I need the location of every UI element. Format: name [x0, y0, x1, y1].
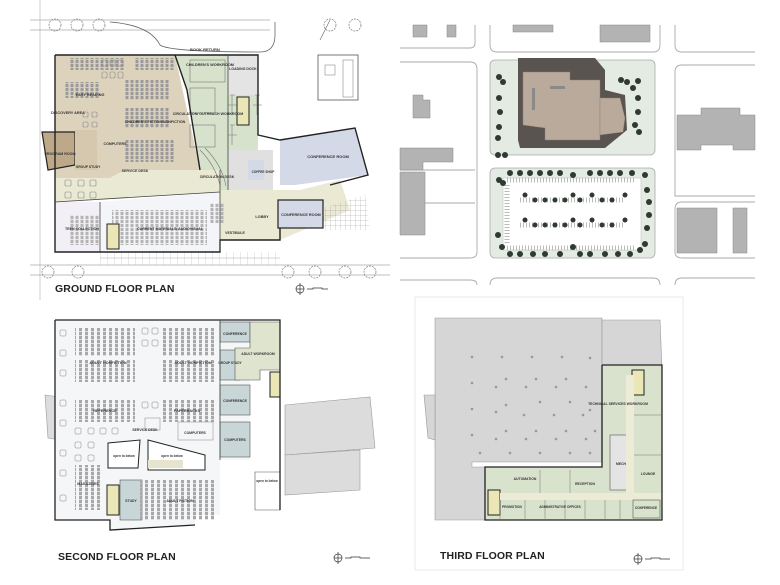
- svg-text:CONFERENCE: CONFERENCE: [635, 506, 657, 510]
- svg-text:STUDY: STUDY: [125, 499, 137, 503]
- third-floor-title: THIRD FLOOR PLAN: [440, 550, 545, 562]
- second-floor-plan: ADULT NONFICTION ADULT NONFICTION CONFER…: [30, 300, 380, 585]
- svg-text:PROMOTION: PROMOTION: [502, 505, 522, 509]
- second-room-labels: ADULT NONFICTION ADULT NONFICTION CONFER…: [77, 332, 278, 503]
- svg-text:COFFEE SHOP: COFFEE SHOP: [252, 170, 276, 174]
- svg-text:ADULT NONFICTION: ADULT NONFICTION: [174, 361, 212, 365]
- svg-text:SERVICE DESK: SERVICE DESK: [132, 428, 158, 432]
- north-arrow-icon: [295, 283, 328, 295]
- third-floor-drawing: TECHNICAL SERVICES WORKROOM MECH LOUNGE …: [414, 296, 684, 571]
- svg-text:TECHNICAL SERVICES WORKROOM: TECHNICAL SERVICES WORKROOM: [588, 402, 648, 406]
- svg-text:ADULT FICTION: ADULT FICTION: [166, 499, 194, 503]
- third-room-labels: TECHNICAL SERVICES WORKROOM MECH LOUNGE …: [502, 402, 657, 510]
- north-arrow-icon: [333, 552, 370, 564]
- svg-text:REFERENCE: REFERENCE: [93, 409, 117, 413]
- svg-text:CIRCULATION/ OUTREACH WORKROOM: CIRCULATION/ OUTREACH WORKROOM: [173, 112, 243, 116]
- svg-text:CIRCULATION DESK: CIRCULATION DESK: [200, 175, 235, 179]
- library-building-massing: [518, 58, 627, 148]
- site-plan: [395, 0, 765, 290]
- svg-text:COMPUTERS: COMPUTERS: [104, 142, 128, 146]
- svg-text:open to below: open to below: [113, 454, 135, 458]
- svg-text:ADMINISTRATIVE OFFICES: ADMINISTRATIVE OFFICES: [539, 505, 581, 509]
- svg-text:AUTOMATION: AUTOMATION: [514, 477, 537, 481]
- ground-floor-plan: BOOK RETURN: [30, 0, 390, 300]
- svg-text:PAPERBACKS: PAPERBACKS: [174, 409, 201, 413]
- svg-text:CONFERENCE ROOM: CONFERENCE ROOM: [307, 154, 349, 159]
- svg-text:ADULT WORKROOM: ADULT WORKROOM: [241, 352, 275, 356]
- svg-text:CONFERENCE: CONFERENCE: [223, 332, 247, 336]
- svg-text:LOADING DOCK: LOADING DOCK: [229, 67, 257, 71]
- svg-text:RECEPTION: RECEPTION: [575, 482, 595, 486]
- svg-text:EASY READING: EASY READING: [76, 93, 105, 97]
- svg-text:PROGRAM ROOM: PROGRAM ROOM: [45, 152, 76, 156]
- ground-room-labels: CHILDREN'S WORKROOM LOADING DOCK EASY RE…: [45, 63, 350, 235]
- svg-text:SERVICE DESK: SERVICE DESK: [122, 169, 149, 173]
- svg-text:MAGAZINES: MAGAZINES: [77, 482, 99, 486]
- svg-text:CHILDREN'S WORKROOM: CHILDREN'S WORKROOM: [186, 63, 234, 67]
- svg-text:CONFERENCE ROOM: CONFERENCE ROOM: [281, 213, 320, 217]
- svg-text:DISCOVERY AREA: DISCOVERY AREA: [51, 111, 85, 115]
- svg-text:LOBBY: LOBBY: [255, 215, 269, 219]
- ground-floor-title: GROUND FLOOR PLAN: [55, 283, 175, 295]
- third-floor-plan: TECHNICAL SERVICES WORKROOM MECH LOUNGE …: [400, 295, 690, 585]
- svg-text:open to below: open to below: [161, 454, 183, 458]
- svg-text:LOUNGE: LOUNGE: [641, 472, 656, 476]
- svg-text:GROUP STUDY: GROUP STUDY: [76, 165, 102, 169]
- svg-text:GROUP STUDY: GROUP STUDY: [218, 361, 242, 365]
- svg-text:open to below: open to below: [256, 479, 278, 483]
- north-arrow-icon: [633, 553, 670, 565]
- svg-text:MECH: MECH: [616, 462, 627, 466]
- svg-text:CURRENT MATERIALS/ AUDIOVISUAL: CURRENT MATERIALS/ AUDIOVISUAL: [137, 227, 204, 231]
- svg-text:VESTIBULE: VESTIBULE: [225, 231, 245, 235]
- svg-text:CHILDREN'S FICTION/NONFICTION: CHILDREN'S FICTION/NONFICTION: [125, 120, 186, 124]
- site-trees: [495, 74, 652, 257]
- svg-text:COMPUTERS: COMPUTERS: [224, 438, 246, 442]
- svg-text:TEEN COLLECTION: TEEN COLLECTION: [65, 227, 99, 231]
- ground-floor-drawing: BOOK RETURN: [30, 0, 390, 300]
- svg-text:COMPUTERS: COMPUTERS: [184, 431, 206, 435]
- second-floor-title: SECOND FLOOR PLAN: [58, 551, 176, 563]
- svg-text:CONFERENCE: CONFERENCE: [223, 399, 247, 403]
- site-plan-drawing: [399, 24, 756, 286]
- book-return-label: BOOK RETURN: [190, 47, 220, 52]
- second-floor-drawing: ADULT NONFICTION ADULT NONFICTION CONFER…: [44, 319, 376, 564]
- svg-text:ADULT NONFICTION: ADULT NONFICTION: [89, 361, 127, 365]
